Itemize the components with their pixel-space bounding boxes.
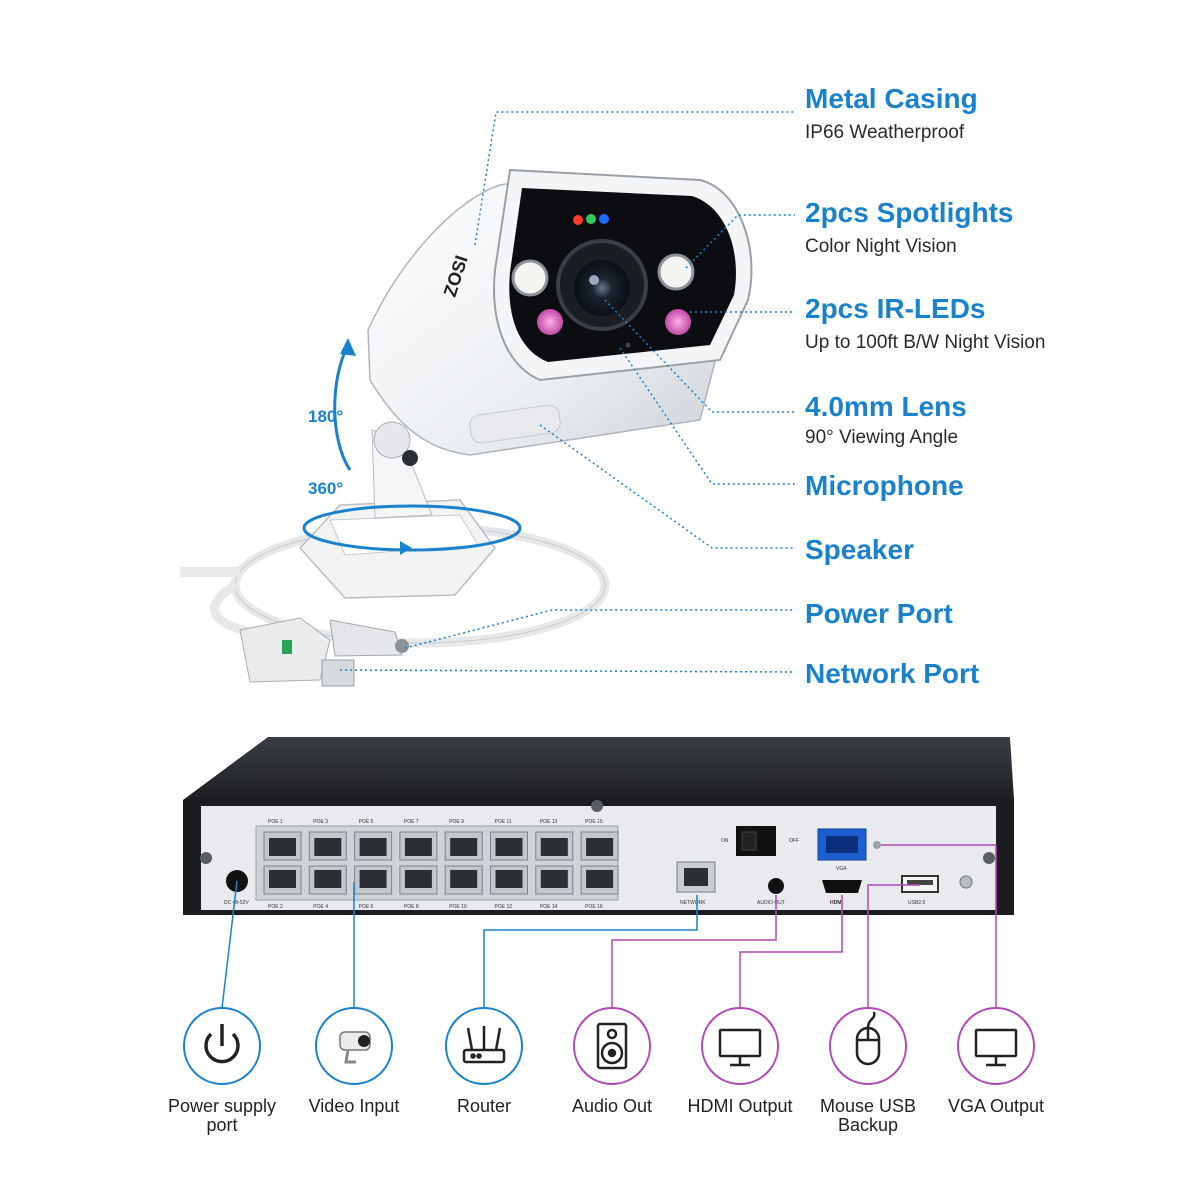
icon-circle: [829, 1007, 907, 1085]
camera-connectors: [239, 617, 409, 687]
switch-off-label: OFF: [789, 838, 799, 844]
tilt-angle-label: 180°: [308, 407, 343, 426]
poe-label: POE 12: [495, 904, 513, 910]
nvr-top: [183, 737, 1014, 800]
nvr-ground-screw: [959, 875, 973, 889]
poe-label: POE 2: [268, 904, 283, 910]
feature-subtitle: IP66 Weatherproof: [805, 122, 965, 143]
feature-title: Metal Casing: [805, 83, 978, 114]
switch-on-label: ON: [721, 838, 729, 844]
connection-label: port: [206, 1115, 237, 1135]
poe-label: POE 16: [585, 904, 603, 910]
feature-title: Power Port: [805, 598, 953, 629]
pan-angle-label: 360°: [308, 479, 343, 498]
camera-illustration: 180° 360° ZOSI: [180, 168, 753, 687]
pan-arrow: [302, 504, 522, 552]
connection-label: Router: [457, 1096, 511, 1116]
ir-led-right: [665, 309, 691, 335]
power-line: [221, 880, 238, 1009]
connection-label: Audio Out: [572, 1096, 652, 1116]
poe-label: POE 1: [268, 819, 283, 825]
nvr-audio-label: AUDIO OUT: [757, 900, 785, 906]
feature-subtitle: Color Night Vision: [805, 236, 957, 257]
usb-line: [867, 884, 920, 1008]
feature-title: 2pcs IR-LEDs: [805, 293, 986, 324]
monitor-icon: [974, 1028, 1018, 1067]
connection-item: Router: [445, 1007, 523, 1116]
poe-label: POE 15: [585, 819, 603, 825]
connection-label: Backup: [838, 1115, 898, 1135]
poe-label: POE 8: [404, 904, 419, 910]
camera-leader-lines: [339, 111, 796, 673]
poe-label: POE 5: [359, 819, 374, 825]
camera-speaker-grille: [469, 404, 561, 444]
poe-label: POE 6: [359, 904, 374, 910]
power-icon: [204, 1024, 240, 1064]
connection-item: VGA Output: [948, 1007, 1044, 1116]
poe-labels-top: POE 1 POE 3 POE 5 POE 7 POE 9 POE 11 POE 13 POE…: [268, 819, 603, 825]
connection-label: Mouse USB: [820, 1096, 916, 1116]
mouse-icon: [855, 1011, 881, 1066]
spotlight-right: [657, 253, 695, 291]
poe-label: POE 3: [313, 819, 328, 825]
monitor-icon: [718, 1028, 762, 1067]
router-icon: [462, 1026, 506, 1064]
feature-subtitle: 90° Viewing Angle: [805, 427, 958, 448]
connection-label: Video Input: [309, 1096, 400, 1116]
nvr-power-label: DC 48-52V: [224, 900, 249, 906]
spotlight-left: [511, 259, 549, 297]
feature-title: Network Port: [805, 658, 979, 689]
speaker-icon: [596, 1022, 628, 1070]
hdmi-line: [739, 895, 843, 1008]
connection-label: HDMI Output: [687, 1096, 792, 1116]
poe-label: POE 13: [540, 819, 558, 825]
poe-label: POE 4: [313, 904, 328, 910]
vga-line: [881, 844, 997, 1008]
router-line: [483, 895, 698, 1008]
feature-subtitle: Up to 100ft B/W Night Vision: [805, 332, 1045, 353]
connection-label: VGA Output: [948, 1096, 1044, 1116]
connection-item: HDMI Output: [687, 1007, 793, 1116]
nvr-vga-label: VGA: [836, 866, 847, 872]
nvr-audio-port: [768, 878, 784, 894]
feature-list: Metal Casing IP66 Weatherproof 2pcs Spot…: [805, 83, 1045, 689]
connection-lines: [221, 844, 997, 1009]
poe-labels-bottom: POE 2 POE 4 POE 6 POE 8 POE 10 POE 12 POE 14 PO…: [268, 904, 603, 910]
poe-label: POE 7: [404, 819, 419, 825]
connection-item: Video Input: [309, 1007, 400, 1116]
connection-item: Audio Out: [572, 1007, 652, 1116]
nvr-usb-label: USB2.0: [908, 900, 925, 906]
nvr-hdmi-label: HDMI: [830, 900, 843, 906]
ir-led-left: [537, 309, 563, 335]
camera-icon: [339, 1031, 371, 1064]
poe-label: POE 10: [449, 904, 467, 910]
icon-circle: [573, 1007, 651, 1085]
feature-title: Microphone: [805, 470, 964, 501]
feature-title: 2pcs Spotlights: [805, 197, 1013, 228]
poe-ports: [263, 831, 619, 895]
poe-label: POE 14: [540, 904, 558, 910]
connection-label: Power supply: [168, 1096, 276, 1116]
poe-label: POE 11: [495, 819, 512, 825]
feature-title: Speaker: [805, 534, 914, 565]
audio-line: [611, 895, 777, 1008]
poe-label: POE 9: [449, 819, 464, 825]
feature-title: 4.0mm Lens: [805, 391, 967, 422]
nvr-network-label: NETWORK: [680, 900, 706, 906]
icon-circle: [701, 1007, 779, 1085]
tilt-arrow: [333, 344, 352, 471]
icon-circle: [957, 1007, 1035, 1085]
nvr-hdmi-port: [822, 880, 862, 893]
